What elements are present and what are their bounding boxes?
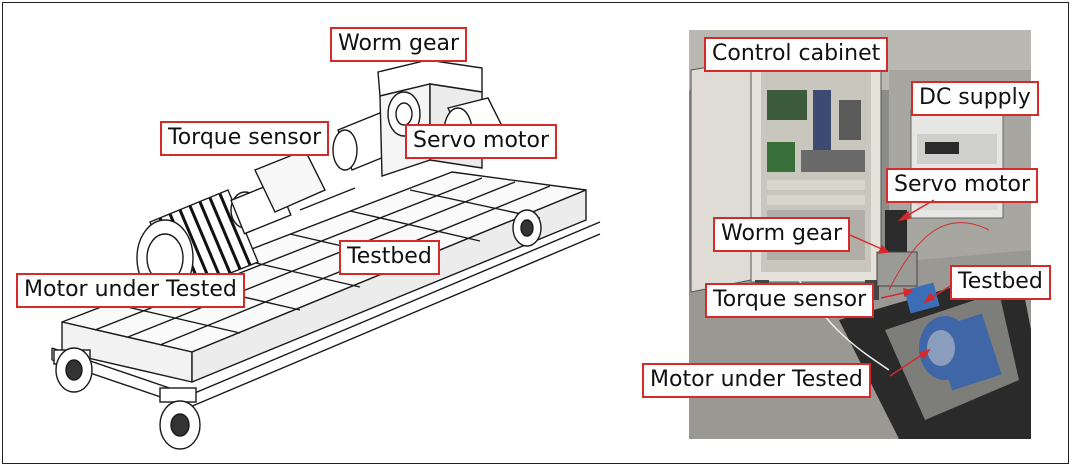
label-worm-gear: Worm gear [330,27,468,62]
label-torque-sensor: Torque sensor [160,121,330,156]
label-control-cabinet: Control cabinet [704,37,889,72]
wheel-back-right [512,209,542,247]
label-testbed: Testbed [339,240,440,275]
label-worm-gear-photo: Worm gear [713,217,851,252]
label-motor-under-test-photo: Motor under Tested [642,363,871,398]
wheel-front-left [53,347,93,393]
label-motor-under-test: Motor under Tested [16,273,245,308]
wheel-back-left [159,387,201,450]
label-dc-supply: DC supply [911,81,1039,116]
label-servo-motor-photo: Servo motor [886,168,1039,203]
platform-side [191,189,587,383]
label-testbed-photo: Testbed [950,265,1051,300]
label-torque-sensor-photo: Torque sensor [705,283,875,318]
label-servo-motor: Servo motor [405,124,558,159]
